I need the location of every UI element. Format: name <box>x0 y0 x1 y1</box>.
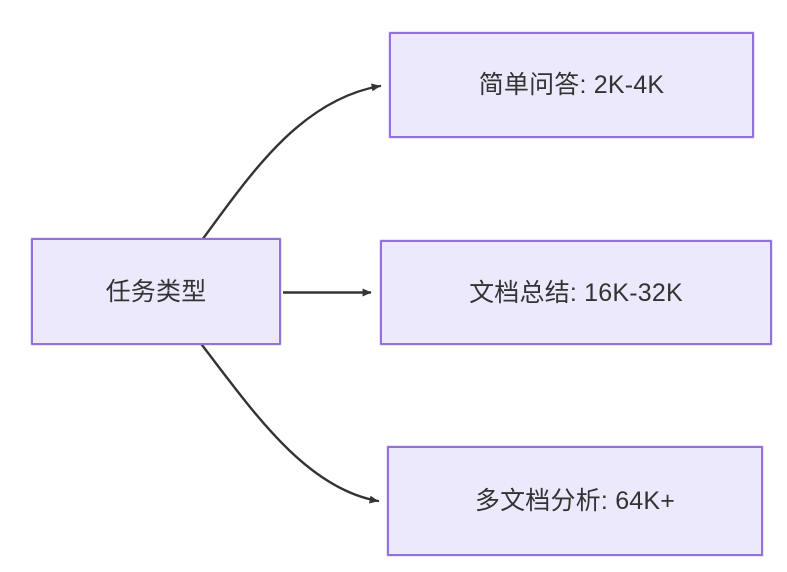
node-simple-qa[interactable]: 简单问答: 2K-4K <box>389 32 754 138</box>
node-doc-summary[interactable]: 文档总结: 16K-32K <box>380 240 772 345</box>
node-multi-doc-label: 多文档分析: 64K+ <box>474 487 676 515</box>
node-doc-summary-label: 文档总结: 16K-32K <box>469 278 683 307</box>
node-root-task-type[interactable]: 任务类型 <box>31 238 281 345</box>
node-simple-qa-label: 简单问答: 2K-4K <box>478 71 665 99</box>
node-root-label: 任务类型 <box>105 277 207 306</box>
edge-root-to-simple-qa <box>200 83 382 242</box>
edge-root-to-multi-doc <box>200 343 380 504</box>
node-multi-doc[interactable]: 多文档分析: 64K+ <box>387 446 763 556</box>
